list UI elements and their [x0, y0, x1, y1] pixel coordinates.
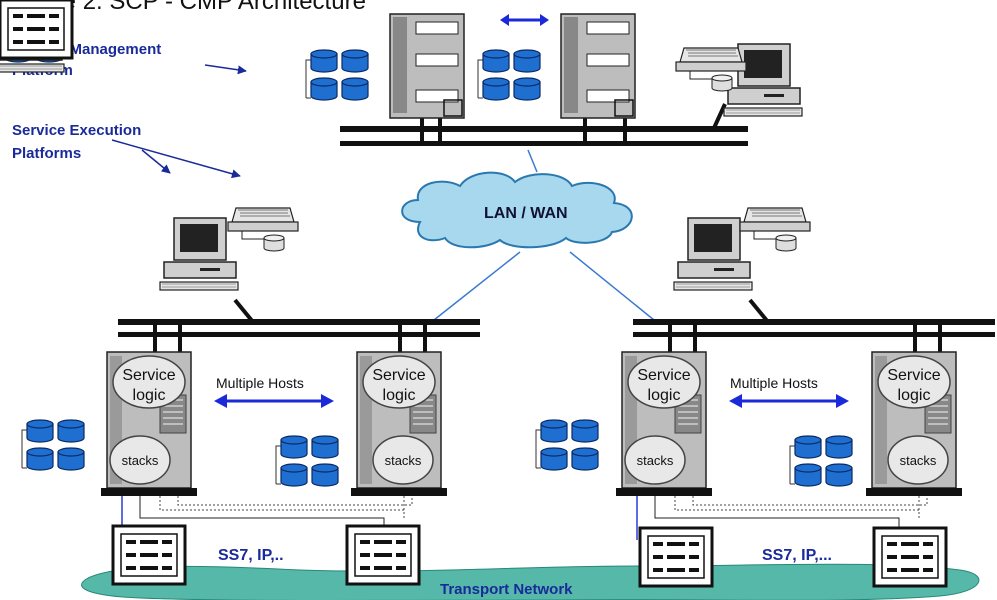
service-logic-label: logic	[383, 387, 416, 404]
cloud-links	[433, 149, 655, 321]
stacks-label: stacks	[385, 453, 422, 468]
service-logic-label: Service	[372, 367, 425, 384]
sep-label: Service Execution Platforms	[12, 122, 241, 179]
multiple-hosts-label: Multiple Hosts	[730, 375, 818, 391]
sep-label-line2: Platforms	[12, 145, 81, 162]
server-sync-arrow-right-head	[540, 14, 549, 26]
sep-label-line1: Service Execution	[12, 122, 141, 139]
stacks-label: stacks	[637, 453, 674, 468]
lan-wan-label: LAN / WAN	[484, 205, 568, 222]
smp-pointer-arrow	[204, 64, 247, 75]
service-logic-label: logic	[898, 387, 931, 404]
ss7-ip-label: SS7, IP,...	[762, 547, 832, 564]
server-icon	[351, 351, 447, 496]
service-logic-label: logic	[648, 387, 681, 404]
execution-platform	[101, 298, 480, 540]
sep-pointer-arrow-1	[111, 139, 241, 179]
switch-icon	[0, 0, 74, 60]
transport-network-label: Transport Network	[440, 581, 573, 598]
ss7-ip-label: SS7, IP,..	[218, 547, 284, 564]
service-logic-label: Service	[887, 367, 940, 384]
stacks-label: stacks	[900, 453, 937, 468]
server-icon	[101, 351, 197, 496]
service-logic-label: logic	[133, 387, 166, 404]
sep-pointer-arrow-2	[141, 149, 171, 174]
cloud-icon	[401, 171, 633, 249]
figure-title: Figure 2. SCP - CMP Architecture	[8, 0, 366, 15]
server-sync-arrow-left-head	[500, 14, 509, 26]
management-bus	[340, 126, 748, 146]
server-icon	[389, 13, 465, 119]
server-icon	[560, 13, 636, 119]
multiple-hosts-label: Multiple Hosts	[216, 375, 304, 391]
service-logic-label: Service	[122, 367, 175, 384]
service-logic-label: Service	[637, 367, 690, 384]
stacks-label: stacks	[122, 453, 159, 468]
